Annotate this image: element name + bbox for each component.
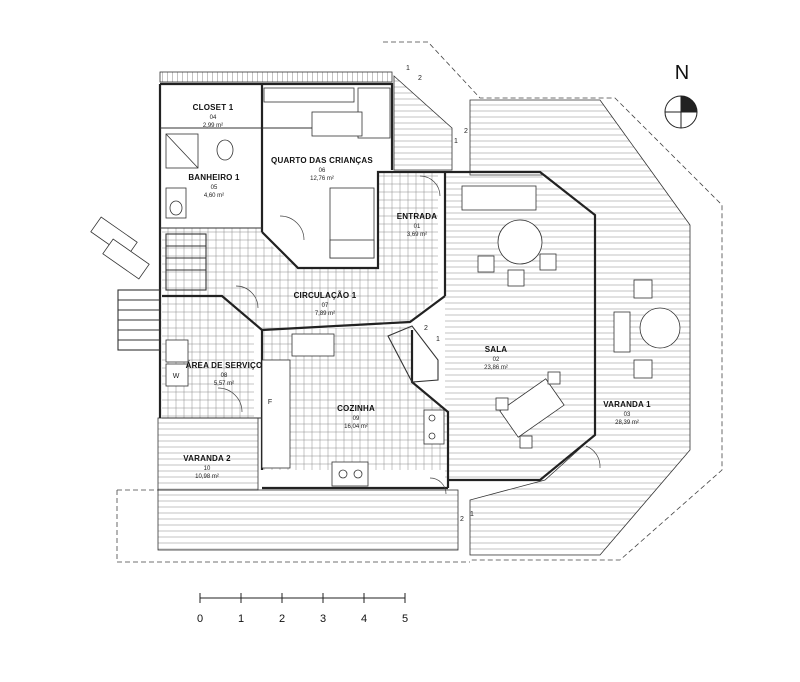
furniture bbox=[90, 87, 681, 487]
roof-outline bbox=[116, 41, 723, 563]
svg-text:COZINHA: COZINHA bbox=[337, 404, 375, 413]
svg-text:3,69 m²: 3,69 m² bbox=[407, 232, 427, 238]
stairs bbox=[117, 233, 439, 383]
washer-label: W bbox=[173, 373, 180, 380]
svg-text:2: 2 bbox=[418, 75, 422, 82]
svg-text:04: 04 bbox=[210, 115, 217, 121]
stair-marks: 1 2 1 2 2 1 2 1 bbox=[406, 65, 474, 523]
svg-text:08: 08 bbox=[221, 373, 228, 379]
svg-text:SALA: SALA bbox=[485, 345, 508, 354]
svg-text:16,04 m²: 16,04 m² bbox=[344, 424, 368, 430]
room-label-sala: SALA 02 23,86 m² bbox=[484, 345, 508, 371]
svg-text:QUARTO DAS CRIANÇAS: QUARTO DAS CRIANÇAS bbox=[271, 156, 373, 165]
door-swings bbox=[217, 175, 601, 495]
scale-tick-1: 1 bbox=[238, 613, 244, 625]
room-label-area-servico: ÁREA DE SERVIÇO 08 5,57 m² bbox=[186, 361, 263, 387]
svg-text:01: 01 bbox=[414, 224, 421, 230]
svg-text:BANHEIRO 1: BANHEIRO 1 bbox=[188, 173, 240, 182]
svg-text:1: 1 bbox=[454, 138, 458, 145]
svg-text:28,39 m²: 28,39 m² bbox=[615, 420, 639, 426]
svg-text:4,60 m²: 4,60 m² bbox=[204, 193, 224, 199]
deck-areas bbox=[157, 71, 691, 556]
scale-bar: 0 1 2 3 4 5 bbox=[197, 593, 408, 625]
svg-text:06: 06 bbox=[319, 168, 326, 174]
svg-text:ENTRADA: ENTRADA bbox=[397, 212, 438, 221]
svg-text:1: 1 bbox=[470, 511, 474, 518]
svg-text:ÁREA DE SERVIÇO: ÁREA DE SERVIÇO bbox=[186, 361, 263, 370]
svg-text:05: 05 bbox=[211, 185, 218, 191]
room-label-circulacao-1: CIRCULAÇÃO 1 07 7,89 m² bbox=[294, 291, 357, 317]
scale-tick-5: 5 bbox=[402, 613, 408, 625]
svg-text:02: 02 bbox=[493, 357, 500, 363]
svg-text:10: 10 bbox=[204, 466, 211, 472]
svg-text:12,76 m²: 12,76 m² bbox=[310, 176, 334, 182]
scale-tick-3: 3 bbox=[320, 613, 326, 625]
svg-text:1: 1 bbox=[436, 336, 440, 343]
svg-text:CIRCULAÇÃO 1: CIRCULAÇÃO 1 bbox=[294, 291, 357, 300]
room-label-quarto-criancas: QUARTO DAS CRIANÇAS 06 12,76 m² bbox=[271, 156, 373, 182]
scale-tick-4: 4 bbox=[361, 613, 367, 625]
fridge-label: F bbox=[268, 399, 272, 406]
svg-text:03: 03 bbox=[624, 412, 631, 418]
svg-text:CLOSET 1: CLOSET 1 bbox=[193, 103, 234, 112]
svg-text:07: 07 bbox=[322, 303, 329, 309]
room-label-cozinha: COZINHA 09 16,04 m² bbox=[337, 404, 375, 430]
svg-text:2,99 m²: 2,99 m² bbox=[203, 123, 223, 129]
scale-tick-0: 0 bbox=[197, 613, 203, 625]
svg-text:2: 2 bbox=[460, 516, 464, 523]
north-arrow: N bbox=[664, 62, 698, 129]
svg-text:5,57 m²: 5,57 m² bbox=[214, 381, 234, 387]
svg-text:23,86 m²: 23,86 m² bbox=[484, 365, 508, 371]
scale-tick-2: 2 bbox=[279, 613, 285, 625]
room-label-varanda-2: VARANDA 2 10 10,98 m² bbox=[183, 454, 231, 480]
room-label-closet-1: CLOSET 1 04 2,99 m² bbox=[193, 103, 234, 129]
room-label-entrada: ENTRADA 01 3,69 m² bbox=[397, 212, 438, 238]
room-label-banheiro-1: BANHEIRO 1 05 4,60 m² bbox=[188, 173, 240, 199]
svg-text:2: 2 bbox=[424, 325, 428, 332]
svg-text:10,98 m²: 10,98 m² bbox=[195, 474, 219, 480]
room-label-varanda-1: VARANDA 1 03 28,39 m² bbox=[603, 400, 651, 426]
svg-text:2: 2 bbox=[464, 128, 468, 135]
walls bbox=[158, 82, 597, 490]
svg-text:09: 09 bbox=[353, 416, 360, 422]
svg-text:7,89 m²: 7,89 m² bbox=[315, 311, 335, 317]
svg-text:VARANDA 1: VARANDA 1 bbox=[603, 400, 651, 409]
svg-text:1: 1 bbox=[406, 65, 410, 72]
svg-text:VARANDA 2: VARANDA 2 bbox=[183, 454, 231, 463]
north-label: N bbox=[675, 62, 689, 84]
